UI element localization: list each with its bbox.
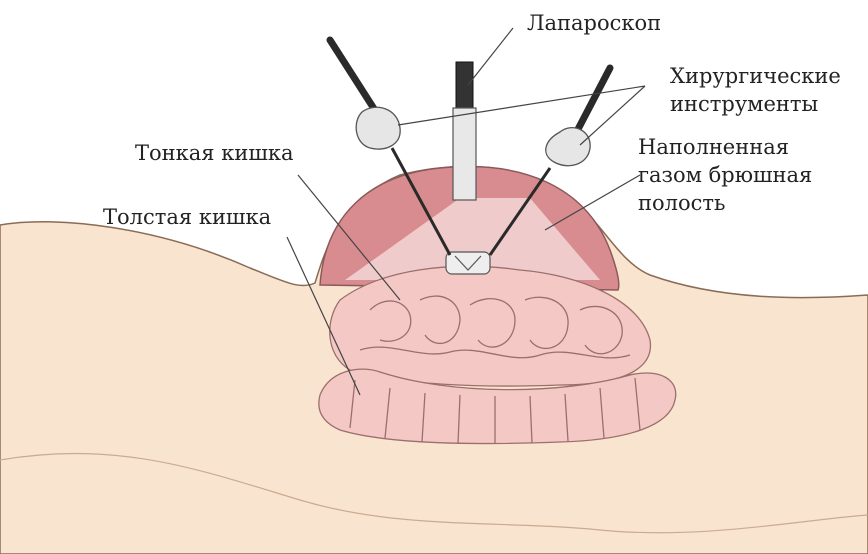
label-large-intestine: Толстая кишка — [103, 205, 271, 229]
laparoscope-leader — [468, 28, 513, 85]
instrument-tips — [446, 252, 490, 274]
laparoscope — [453, 62, 476, 200]
label-surgical-instruments-line1: Хирургические — [670, 64, 841, 88]
label-gas-cavity-line3: полость — [638, 191, 725, 215]
label-gas-cavity-line2: газом брюшная — [638, 163, 812, 187]
label-surgical-instruments-line2: инструменты — [670, 92, 818, 116]
label-gas-cavity-line1: Наполненная — [638, 135, 789, 159]
label-laparoscope: Лапароскоп — [527, 11, 661, 35]
label-small-intestine: Тонкая кишка — [135, 141, 294, 165]
